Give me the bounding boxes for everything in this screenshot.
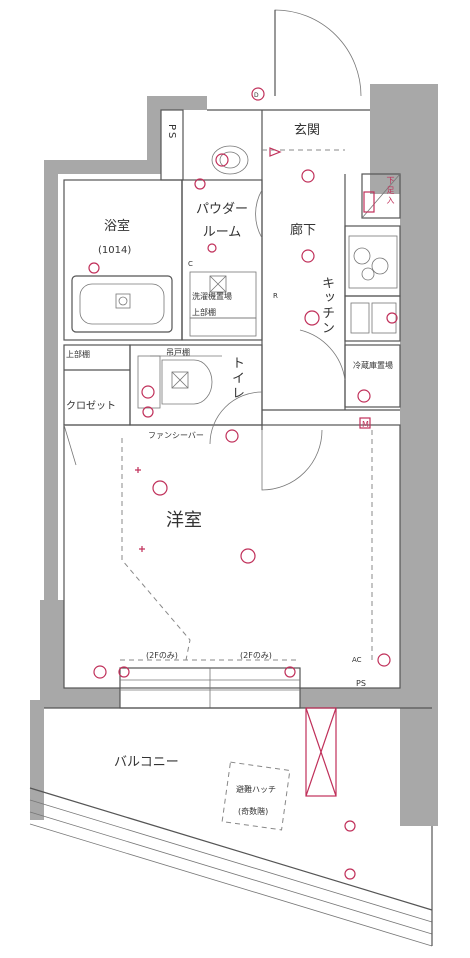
marker-c-label: C: [188, 260, 193, 268]
note-2f-right: (2Fのみ): [240, 651, 272, 660]
powder-fixtures: [189, 145, 257, 337]
fridge-space-label: 冷蔵庫置場: [353, 361, 393, 370]
bathroom-size-label: (1014): [98, 245, 132, 256]
evac-hatch-floor-label: (奇数階): [238, 807, 269, 816]
ps-top-label: PS: [166, 124, 177, 141]
note-2f-left: (2Fのみ): [146, 651, 178, 660]
toilet-fixtures: [137, 355, 222, 409]
hallway-label: 廊下: [290, 223, 317, 238]
closet-label: クロゼット: [66, 401, 116, 412]
shoe-box-label: 下足入: [386, 176, 395, 206]
powder-room-label: パウダールーム: [195, 202, 248, 241]
balcony-shape: [29, 707, 433, 947]
upper-cabinet-small-label: 上部棚: [192, 308, 216, 317]
entrance-label: 玄関: [294, 123, 321, 138]
ps-bottom-label: PS: [356, 679, 366, 688]
bathroom-label: 浴室: [104, 219, 131, 234]
bath-fixtures: [71, 275, 173, 333]
hanging-shelf-label: 吊戸棚: [166, 348, 190, 357]
walls: [30, 84, 438, 826]
marker-r-label: R: [273, 292, 278, 300]
western-room-label: 洋室: [166, 510, 202, 531]
kitchen-fixtures: [348, 235, 398, 334]
kitchen-label: キッチン: [319, 276, 334, 336]
washer-space-label: 洗濯機置場: [192, 292, 232, 301]
fancy-bar-label: ファンシーバー: [148, 431, 204, 440]
balcony-label: バルコニー: [114, 755, 179, 770]
marker-d-label: D: [254, 92, 259, 99]
doors: [63, 9, 362, 491]
meter-m-label: M: [362, 420, 369, 429]
electrical-markers: [88, 87, 398, 880]
toilet-label: トイレ: [229, 356, 244, 401]
ac-label: AC: [352, 656, 362, 664]
evac-hatch-label: 避難ハッチ: [236, 785, 276, 794]
upper-cabinet-label: 上部棚: [66, 350, 90, 359]
partitions: [63, 109, 401, 689]
